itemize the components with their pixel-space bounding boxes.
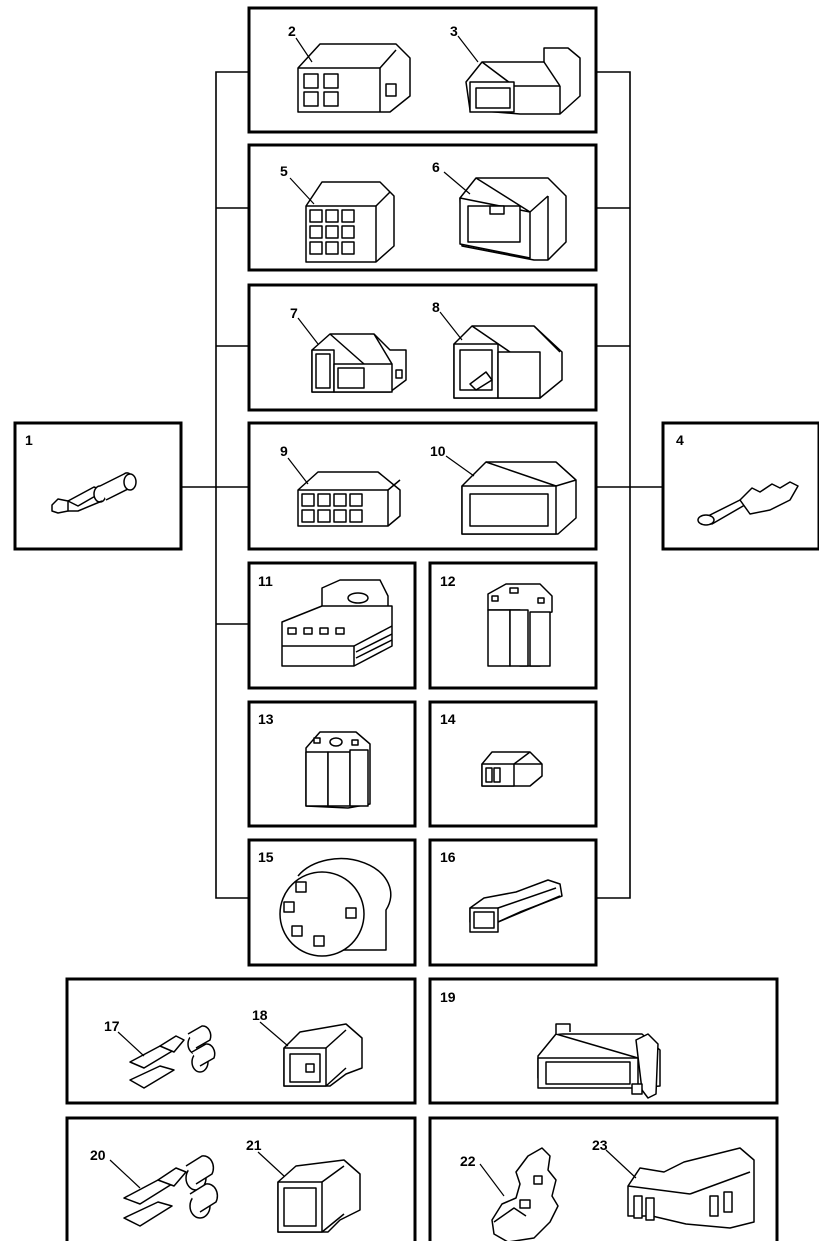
part-label-4-text: 4: [676, 432, 684, 448]
box-part-4: [661, 421, 819, 551]
box-parts-7-8: [247, 283, 598, 412]
connector-2-way-housing-icon: [465, 47, 581, 115]
part-label-10: 10: [430, 443, 446, 459]
connector-latch-housing-icon: [537, 1023, 661, 1099]
box-part-13: [247, 700, 417, 828]
part-label-8: 8: [432, 299, 440, 315]
connector-open-housing-icon: [461, 461, 577, 535]
box-parts-2-3: [247, 6, 598, 134]
part-label-3: 3: [450, 23, 458, 39]
part-label-20: 20: [90, 1147, 106, 1163]
box-part-1: [13, 421, 183, 551]
connector-lines: [181, 71, 662, 899]
part-label-21: 21: [246, 1137, 262, 1153]
connector-2-way-shroud-icon: [453, 325, 563, 399]
connector-1-way-housing-icon: [283, 1023, 363, 1087]
part-label-23: 23: [592, 1137, 608, 1153]
part-label-14: 14: [440, 711, 456, 727]
part-label-18: 18: [252, 1007, 268, 1023]
connector-cover-icon: [627, 1147, 755, 1229]
part-boxes: [13, 6, 819, 1241]
box-parts-9-10: [247, 421, 598, 551]
connector-4-way-housing-icon: [297, 43, 411, 113]
part-label-6: 6: [432, 159, 440, 175]
relay-base-connector-icon: [281, 579, 393, 667]
box-part-19: [428, 977, 779, 1105]
fuse-holder-short-icon: [305, 731, 371, 809]
box-part-15: [247, 838, 417, 967]
part-label-2: 2: [288, 23, 296, 39]
part-label-7: 7: [290, 305, 298, 321]
box-part-11: [247, 561, 417, 690]
connector-2-way-small-icon: [311, 333, 407, 393]
part-label-9: 9: [280, 443, 288, 459]
box-part-16: [428, 838, 598, 967]
part-label-19: 19: [440, 989, 456, 1005]
spade-terminal-large-icon: [123, 1155, 219, 1227]
box-part-12: [428, 561, 598, 690]
box-parts-20-21: [65, 1116, 417, 1241]
round-connector-icon: [279, 857, 392, 957]
terminal-flat-icon: [697, 481, 799, 526]
part-label-22: 22: [460, 1153, 476, 1169]
part-label-1: 1: [25, 432, 33, 448]
connector-8-way-housing-icon: [297, 471, 401, 527]
part-label-16: 16: [440, 849, 456, 865]
connector-1-way-small-icon: [481, 751, 543, 787]
connector-shroud-housing-icon: [459, 177, 567, 261]
terminal-barrel-icon: [51, 472, 137, 514]
connector-6-way-housing-icon: [305, 181, 395, 263]
part-label-12: 12: [440, 573, 456, 589]
box-part-14: [428, 700, 598, 828]
fuse-holder-tall-icon: [487, 583, 553, 667]
part-label-17: 17: [104, 1018, 120, 1034]
part-label-11: 11: [258, 573, 273, 589]
terminal-clip-icon: [491, 1147, 559, 1241]
box-parts-17-18: [65, 977, 417, 1105]
part-label-15: 15: [258, 849, 274, 865]
part-label-5: 5: [280, 163, 288, 179]
box-parts-5-6: [247, 143, 598, 272]
connector-1-way-housing-alt-icon: [277, 1159, 361, 1233]
single-pin-connector-icon: [469, 879, 563, 933]
spade-terminal-icon: [129, 1025, 216, 1089]
box-parts-22-23: [428, 1116, 779, 1241]
part-label-13: 13: [258, 711, 274, 727]
